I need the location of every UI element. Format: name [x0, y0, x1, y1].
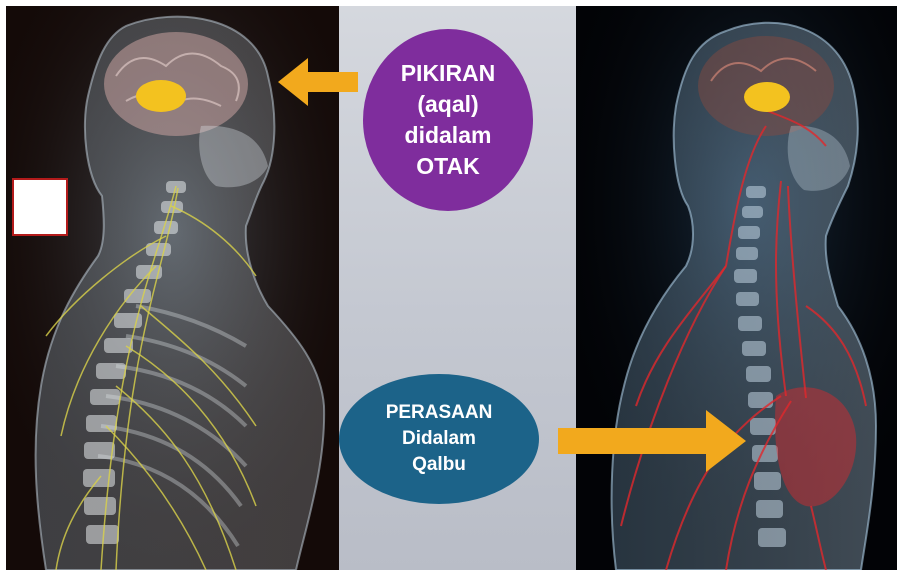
thought-line-4: OTAK — [416, 151, 479, 182]
thought-line-2: (aqal) — [417, 89, 478, 120]
feeling-line-3: Qalbu — [412, 452, 466, 478]
arrow-left-icon — [278, 56, 364, 108]
circulatory-system-image — [576, 6, 897, 570]
circulatory-system-illustration — [576, 6, 897, 570]
slide: PIKIRAN (aqal) didalam OTAK PERASAAN Did… — [6, 6, 897, 570]
feeling-line-1: PERASAAN — [386, 400, 493, 426]
thought-line-1: PIKIRAN — [401, 58, 496, 89]
caption-box — [12, 178, 68, 236]
thought-bubble: PIKIRAN (aqal) didalam OTAK — [363, 29, 533, 211]
brain-lobe-highlight — [744, 82, 790, 112]
thought-line-3: didalam — [405, 120, 492, 151]
brain-lobe-highlight — [136, 80, 186, 112]
feeling-line-2: Didalam — [402, 426, 476, 452]
arrow-right-icon — [558, 406, 748, 476]
feeling-bubble: PERASAAN Didalam Qalbu — [339, 374, 539, 504]
